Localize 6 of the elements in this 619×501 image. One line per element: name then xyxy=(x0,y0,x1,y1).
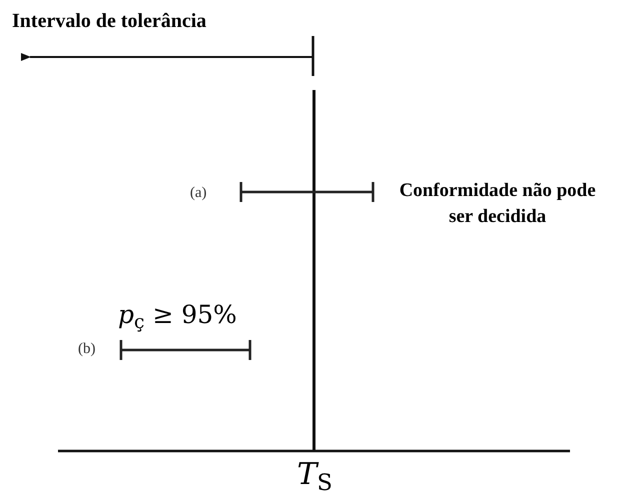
interval-note: Conformidade não pode ser decidida xyxy=(398,179,597,229)
probability-label: p$_{ç}$ ≥ 95% xyxy=(118,299,237,334)
interval-label: (a) xyxy=(190,184,207,203)
interval-label: (b) xyxy=(78,340,96,359)
specification-limit-label: T$_{S}$ xyxy=(297,456,332,497)
axis-title: Intervalo de tolerância xyxy=(12,9,206,34)
